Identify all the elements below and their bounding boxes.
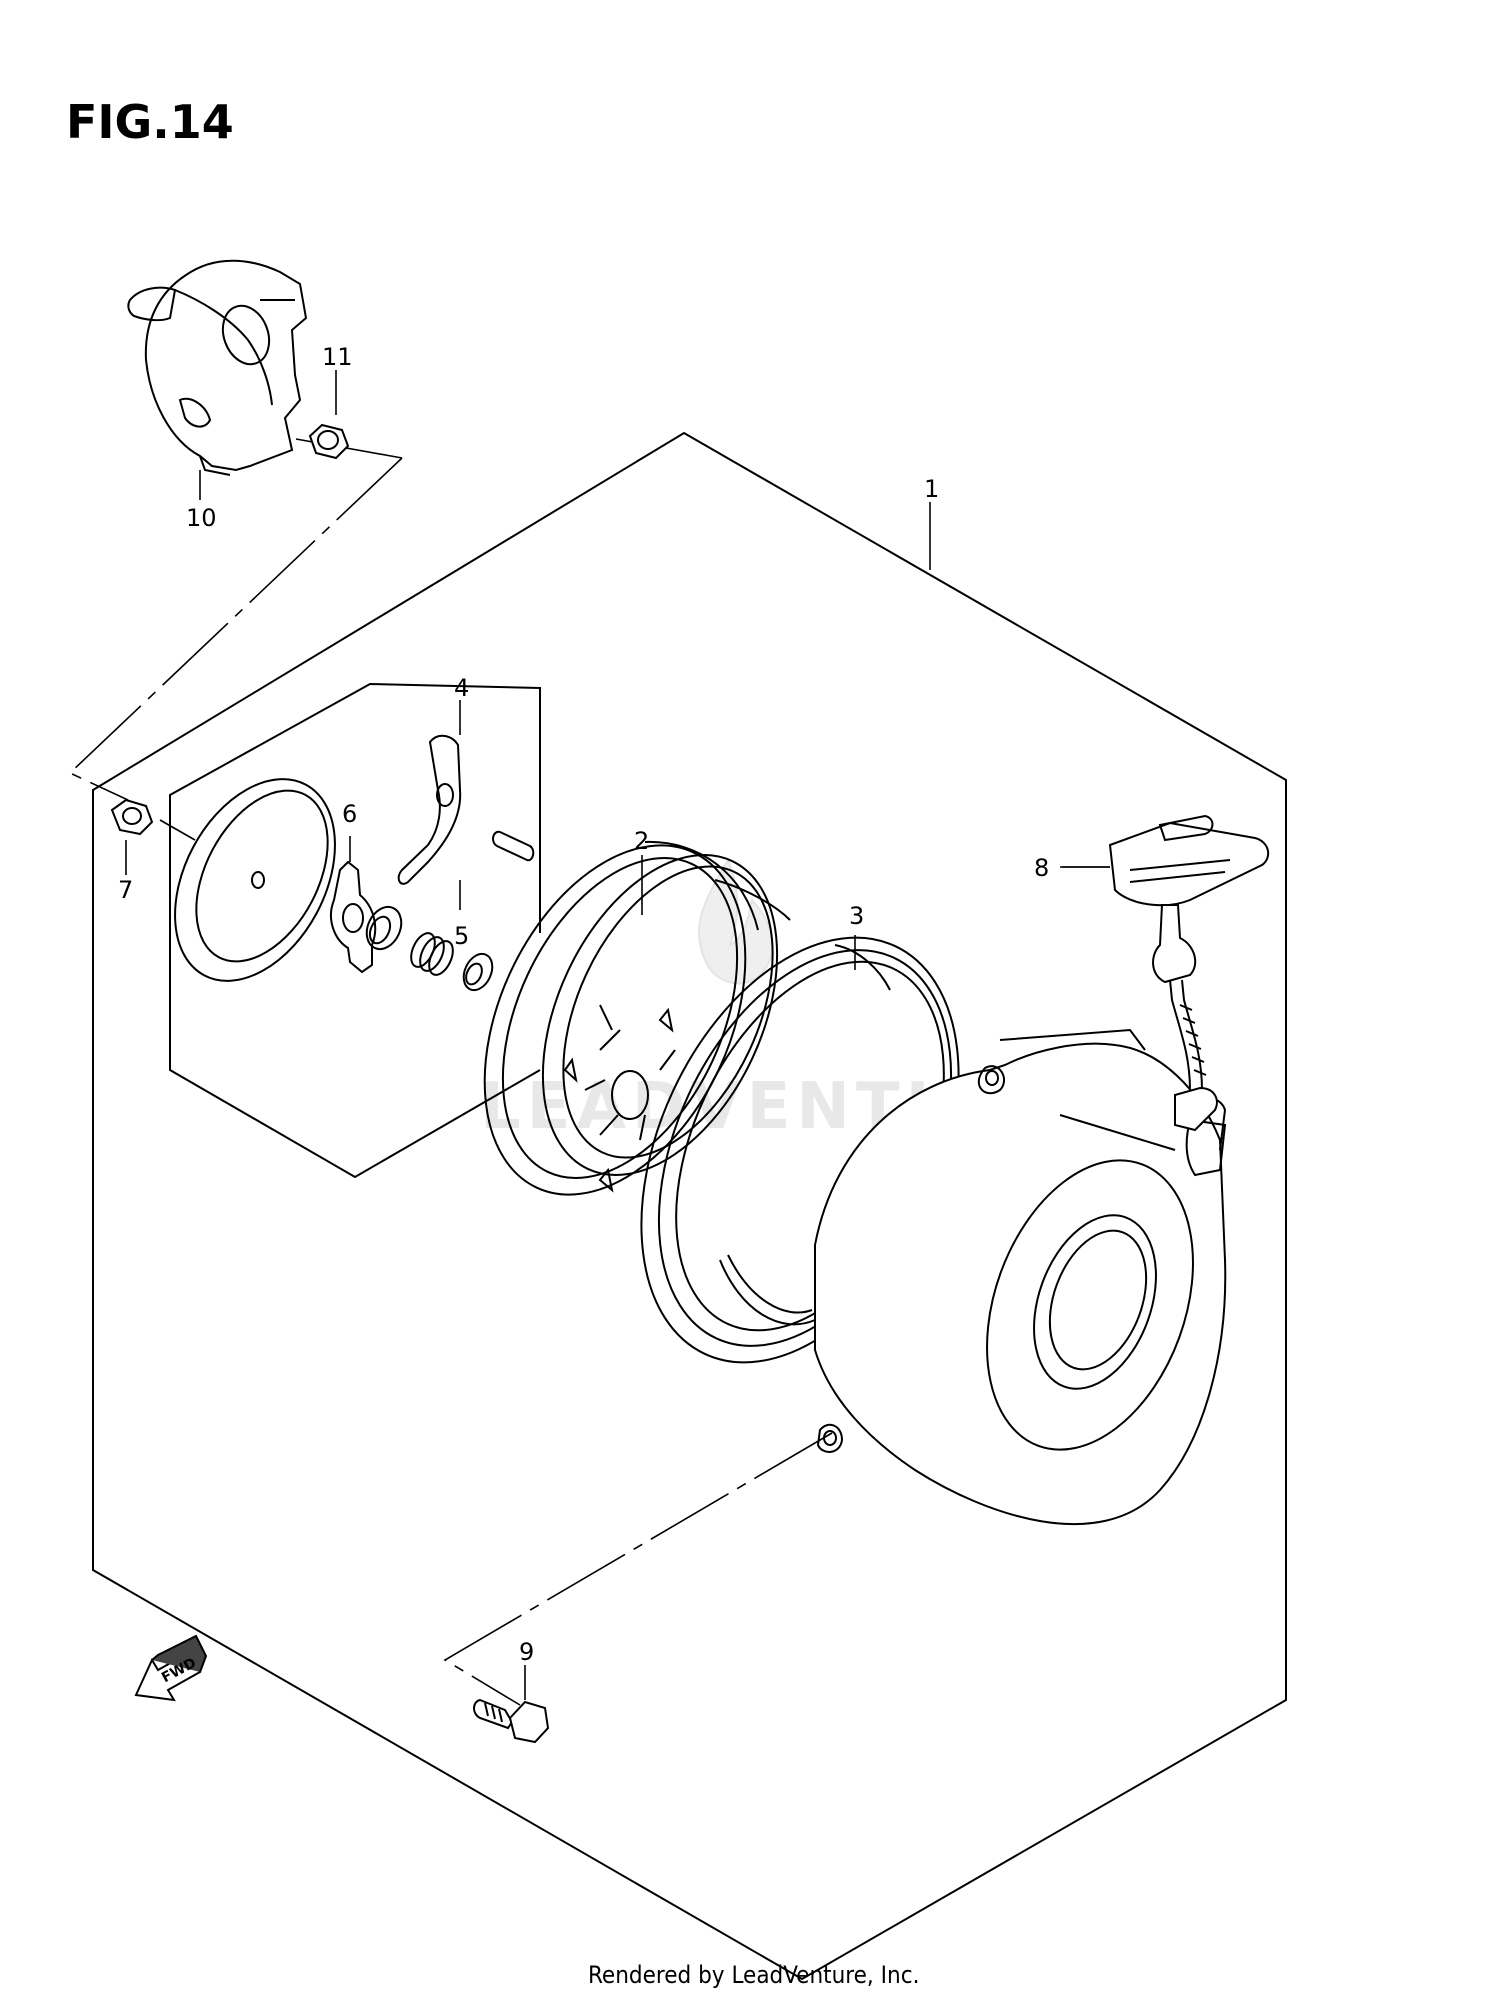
part-9-bolt: [473, 1665, 550, 1744]
part-2-reel: [483, 840, 791, 1196]
fwd-arrow-icon: FWD: [134, 1634, 208, 1702]
callout-9: 9: [519, 1638, 534, 1666]
callout-5: 5: [454, 922, 469, 950]
callout-1: 1: [924, 475, 939, 503]
leader-line-assembly-9: [443, 1432, 833, 1706]
figure-title: FIG.14: [66, 95, 234, 149]
part-11-nut: [308, 370, 350, 460]
assembly-outline: [92, 431, 1287, 1981]
leader-line-10-7: [68, 457, 403, 801]
part-10-starter-cup: [127, 259, 308, 500]
friction-plate: [174, 778, 336, 982]
callout-4: 4: [454, 674, 469, 702]
part-5-pawl: [397, 700, 535, 910]
footer-credit: Rendered by LeadVenture, Inc.: [588, 1961, 919, 1989]
pawl-group-outline: [169, 682, 541, 1179]
part-6-guide-plate: [329, 836, 377, 974]
part-7-nut: [110, 798, 196, 875]
callout-6: 6: [342, 800, 357, 828]
callout-10: 10: [186, 504, 217, 532]
callout-8: 8: [1034, 854, 1049, 882]
callout-3: 3: [849, 902, 864, 930]
spring-rings: [365, 905, 494, 992]
recoil-housing: [814, 1028, 1227, 1526]
callout-2: 2: [634, 827, 649, 855]
callout-11: 11: [322, 343, 353, 371]
callout-7: 7: [118, 876, 133, 904]
